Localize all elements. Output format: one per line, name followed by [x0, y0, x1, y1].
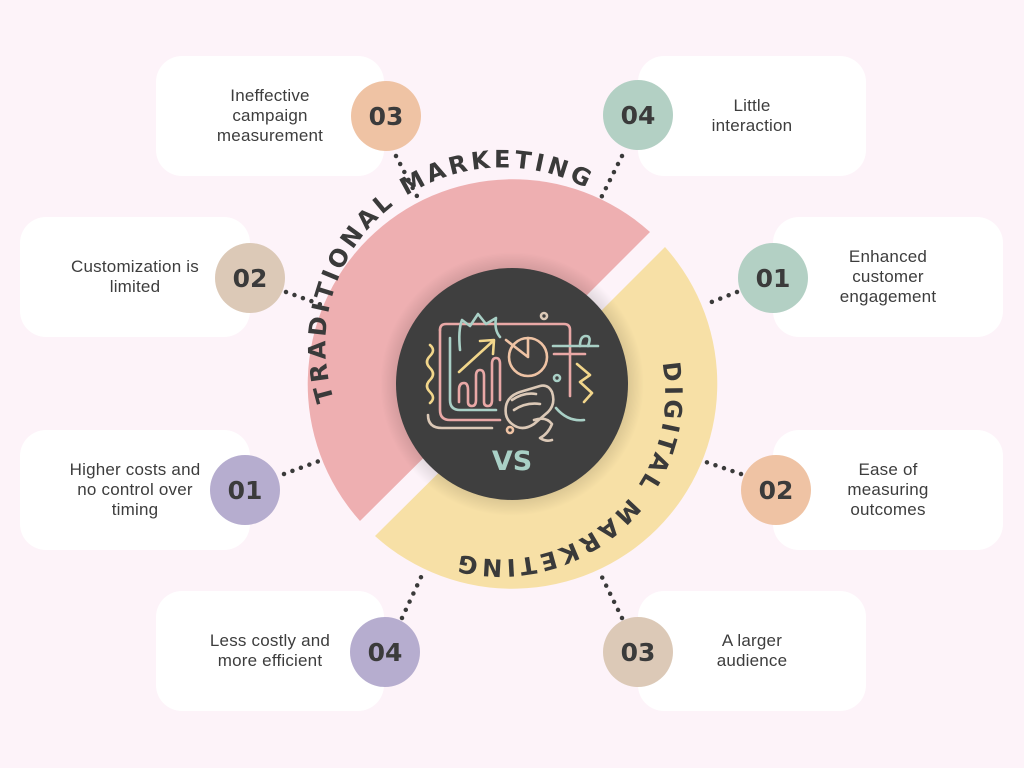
vs-label: VS	[492, 446, 532, 477]
connector-digi-02	[703, 459, 744, 477]
digi-item-text: Little interaction	[711, 96, 793, 135]
trad-item-badge-02: 02	[215, 243, 285, 313]
digi-item-card-04: Little interaction	[638, 56, 866, 176]
digi-item-text: Ease of measuring outcomes	[847, 460, 929, 519]
connector-digi-03	[597, 570, 625, 621]
trad-item-badge-01: 01	[210, 455, 280, 525]
connector-trad-03	[393, 153, 422, 203]
badge-number: 02	[758, 475, 794, 505]
badge-number: 04	[620, 100, 656, 130]
digi-item-card-01: Enhanced customer engagement	[773, 217, 1003, 337]
badge-number: 02	[232, 263, 268, 293]
trad-item-card-03: Ineffective campaign measurement	[156, 56, 384, 176]
badge-number: 03	[620, 637, 656, 667]
connector-lines	[281, 153, 744, 621]
digi-item-badge-04: 04	[603, 80, 673, 150]
connector-digi-04	[598, 153, 625, 201]
trad-item-text: Less costly and more efficient	[209, 631, 331, 670]
badge-number: 04	[367, 637, 403, 667]
badge-number: 01	[227, 475, 263, 505]
badge-number: 01	[755, 263, 791, 293]
trad-item-card-01: Higher costs and no control over timing	[20, 430, 250, 550]
badge-number: 03	[368, 101, 404, 131]
trad-item-card-02: Customization is limited	[20, 217, 250, 337]
trad-item-text: Higher costs and no control over timing	[69, 460, 201, 519]
connector-trad-02	[283, 289, 325, 308]
digi-item-text: A larger audience	[716, 631, 788, 670]
trad-item-card-04: Less costly and more efficient	[156, 591, 384, 711]
trad-item-text: Customization is limited	[71, 257, 199, 296]
digi-item-badge-01: 01	[738, 243, 808, 313]
digi-item-card-03: A larger audience	[638, 591, 866, 711]
marketing-analytics-icon	[425, 311, 600, 442]
digi-item-card-02: Ease of measuring outcomes	[773, 430, 1003, 550]
digi-item-badge-02: 02	[741, 455, 811, 525]
connector-digi-01	[701, 289, 740, 308]
digi-item-text: Enhanced customer engagement	[839, 247, 937, 306]
trad-item-text: Ineffective campaign measurement	[216, 86, 324, 145]
trad-item-badge-04: 04	[350, 617, 420, 687]
digi-item-badge-03: 03	[603, 617, 673, 687]
trad-item-badge-03: 03	[351, 81, 421, 151]
connector-trad-01	[281, 457, 325, 477]
connector-trad-04	[399, 572, 425, 621]
